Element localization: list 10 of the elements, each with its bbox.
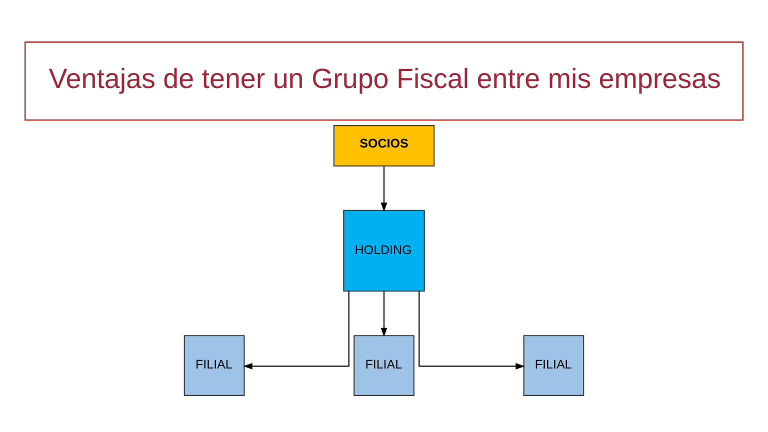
node-box: SOCIOS bbox=[333, 125, 435, 166]
arrow bbox=[243, 291, 350, 370]
arrow bbox=[380, 166, 388, 212]
arrow bbox=[380, 292, 388, 338]
node-box: FILIAL bbox=[184, 335, 245, 396]
node-box: FILIAL bbox=[354, 335, 414, 396]
node-box: FILIAL bbox=[523, 335, 584, 396]
node-box: HOLDING bbox=[343, 210, 425, 292]
arrow bbox=[418, 291, 525, 370]
diagram-title: Ventajas de tener un Grupo Fiscal entre mis empresas bbox=[48, 63, 721, 94]
